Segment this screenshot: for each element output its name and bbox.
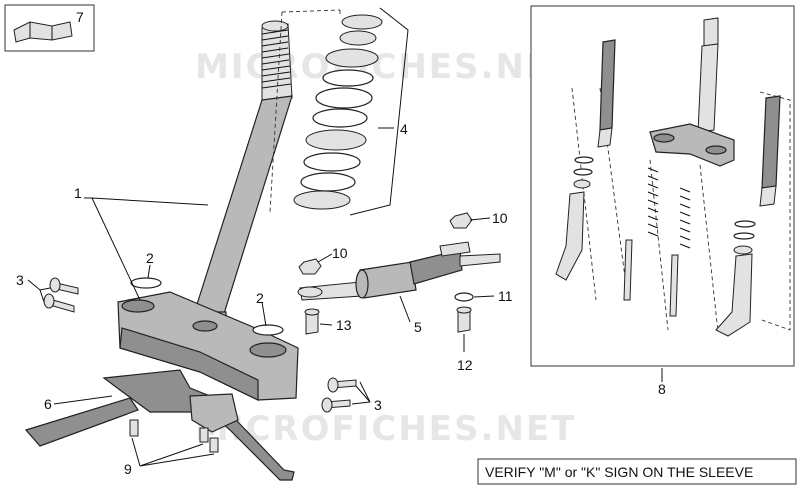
callout-8: 8: [658, 381, 666, 397]
bolts-3-right: [321, 377, 357, 413]
screws-9: [129, 419, 219, 453]
part-7-clip: 7: [4, 4, 95, 52]
steering-damper: [297, 241, 501, 301]
callout-3-right: 3: [374, 397, 382, 413]
callout-10-right: 10: [492, 210, 508, 226]
bolts-3-left: [43, 277, 79, 313]
callout-6: 6: [44, 396, 52, 412]
watermark-top: MICROFICHES.NET: [195, 47, 576, 87]
leader-lines: [27, 127, 495, 467]
bearing-stack: [269, 7, 409, 216]
lower-triple-clamp: [117, 291, 299, 401]
verify-note: VERIFY "M" or "K" SIGN ON THE SLEEVE: [477, 458, 797, 485]
callout-11: 11: [498, 288, 513, 304]
callout-13: 13: [336, 317, 352, 333]
callout-7: 7: [76, 9, 84, 25]
callout-9: 9: [124, 461, 132, 477]
fasteners-right: [298, 212, 474, 335]
verify-note-text: VERIFY "M" or "K" SIGN ON THE SLEEVE: [485, 464, 753, 480]
callout-2-right: 2: [256, 290, 264, 306]
callout-12: 12: [457, 357, 473, 373]
o-ring-left: [130, 277, 162, 289]
bracket-6: [24, 369, 295, 481]
callout-2-left: 2: [146, 250, 154, 266]
fork-assembly-panel: [530, 5, 795, 382]
callout-3-left: 3: [16, 272, 24, 288]
o-ring-right: [252, 324, 284, 336]
callout-5: 5: [414, 319, 422, 335]
callout-10-left: 10: [332, 245, 348, 261]
callout-4: 4: [400, 121, 408, 137]
callout-1: 1: [74, 185, 82, 201]
